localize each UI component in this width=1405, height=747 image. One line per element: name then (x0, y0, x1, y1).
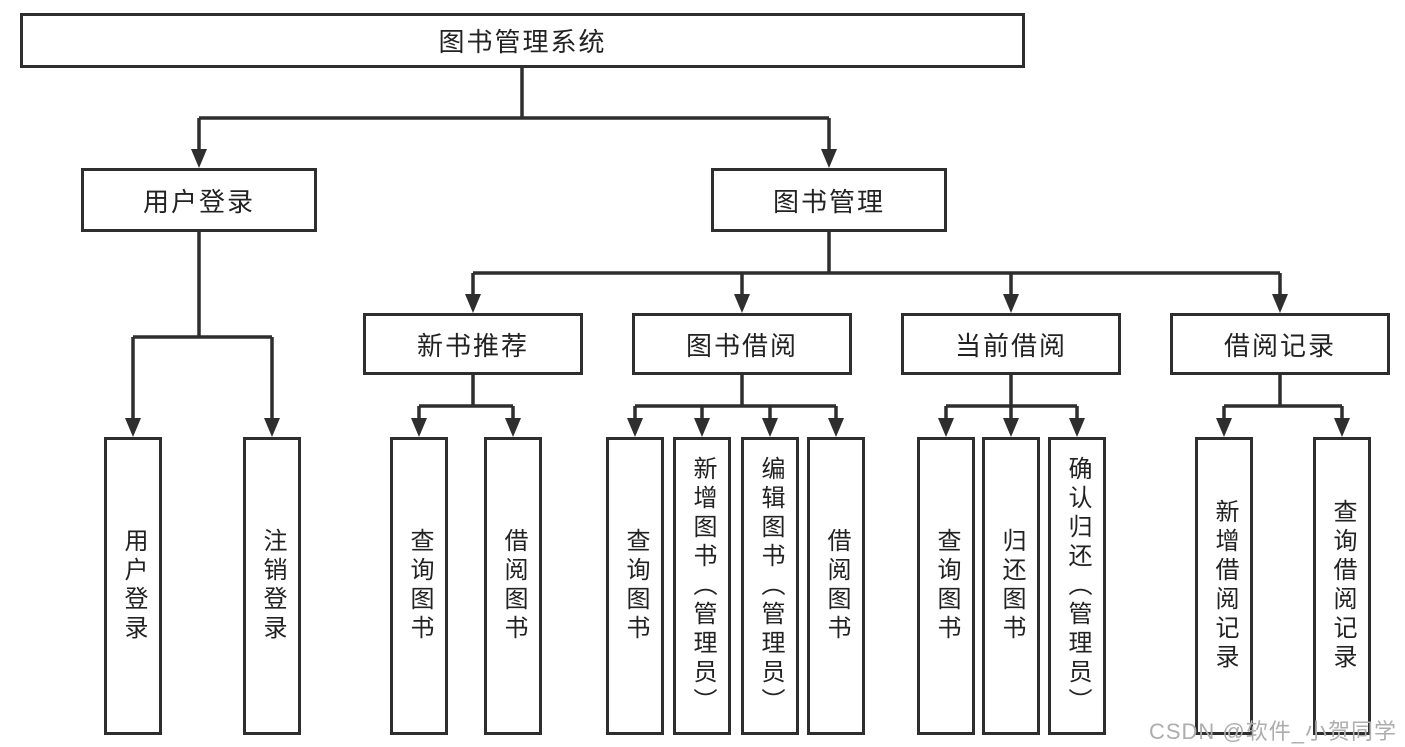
node-leaf-add-books-admin: 新增图书（管理员） (673, 437, 731, 735)
node-label: 借阅图书 (500, 528, 527, 644)
node-leaf-logout: 注销登录 (243, 437, 301, 735)
node-label: 当前借阅 (954, 330, 1067, 361)
node-label: 新书推荐 (416, 330, 529, 361)
node-leaf-return-books: 归还图书 (982, 437, 1040, 735)
node-new-book-recommend: 新书推荐 (363, 313, 583, 375)
node-label: 查询图书 (406, 528, 433, 644)
node-leaf-confirm-return-admin: 确认归还（管理员） (1048, 437, 1106, 735)
node-label: 用户登录 (120, 528, 147, 644)
node-label: 用户登录 (142, 186, 255, 217)
tree-connectors (131, 68, 1344, 421)
node-label: 编辑图书（管理员） (757, 455, 784, 717)
node-label: 借阅记录 (1223, 330, 1336, 361)
node-book-management: 图书管理 (711, 168, 947, 232)
node-label: 查询借阅记录 (1329, 499, 1356, 673)
node-leaf-query-borrow-record: 查询借阅记录 (1313, 437, 1371, 735)
node-root-library-system: 图书管理系统 (20, 13, 1025, 68)
node-label: 注销登录 (259, 528, 286, 644)
node-label: 归还图书 (998, 528, 1025, 644)
node-borrow-records: 借阅记录 (1170, 313, 1390, 375)
node-book-borrow: 图书借阅 (632, 313, 852, 375)
node-leaf-query-books-current: 查询图书 (917, 437, 975, 735)
node-label: 图书管理系统 (438, 27, 607, 57)
node-leaf-edit-books-admin: 编辑图书（管理员） (741, 437, 799, 735)
node-label: 新增图书（管理员） (689, 455, 716, 717)
node-label: 查询图书 (622, 528, 649, 644)
csdn-watermark: CSDN @软件_小贺同学 (1148, 719, 1397, 744)
node-leaf-add-borrow-record: 新增借阅记录 (1195, 437, 1253, 735)
node-label: 确认归还（管理员） (1064, 455, 1091, 717)
node-user-login: 用户登录 (81, 168, 317, 232)
node-label: 图书管理 (772, 186, 885, 217)
node-leaf-borrow-books: 借阅图书 (807, 437, 865, 735)
node-label: 新增借阅记录 (1211, 499, 1238, 673)
node-leaf-borrow-books-recommend: 借阅图书 (484, 437, 542, 735)
node-leaf-query-books-recommend: 查询图书 (390, 437, 448, 735)
node-label: 图书借阅 (685, 330, 798, 361)
node-label: 查询图书 (933, 528, 960, 644)
node-current-borrow: 当前借阅 (901, 313, 1121, 375)
node-leaf-user-login: 用户登录 (104, 437, 162, 735)
node-leaf-query-books-borrow: 查询图书 (606, 437, 664, 735)
node-label: 借阅图书 (823, 528, 850, 644)
